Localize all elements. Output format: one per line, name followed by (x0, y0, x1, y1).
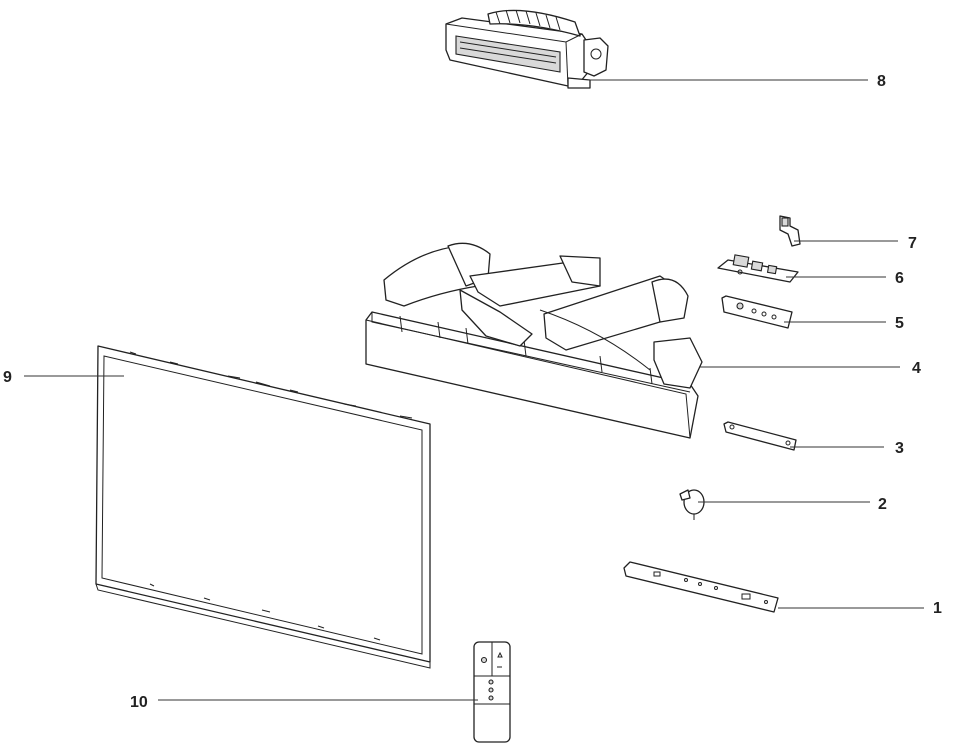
heater-fan-assembly (445, 9, 609, 89)
callout-9: 9 (3, 369, 12, 386)
glass-front-frame (95, 345, 431, 669)
led-light-strip (623, 561, 779, 613)
remote-control (473, 641, 511, 743)
log-set-and-ember-bed (365, 242, 703, 439)
callout-7: 7 (908, 235, 917, 252)
callout-6: 6 (895, 270, 904, 287)
callout-10: 10 (130, 694, 148, 711)
callout-2: 2 (878, 496, 887, 513)
callout-5: 5 (895, 315, 904, 332)
callout-4: 4 (912, 360, 921, 377)
thermal-switch-bracket (779, 215, 801, 247)
main-circuit-board (717, 254, 799, 283)
callout-1: 1 (933, 600, 942, 617)
flicker-motor (679, 489, 705, 520)
callout-8: 8 (877, 73, 886, 90)
callout-3: 3 (895, 440, 904, 457)
control-board (721, 295, 793, 329)
mounting-bracket-bar (723, 421, 797, 451)
